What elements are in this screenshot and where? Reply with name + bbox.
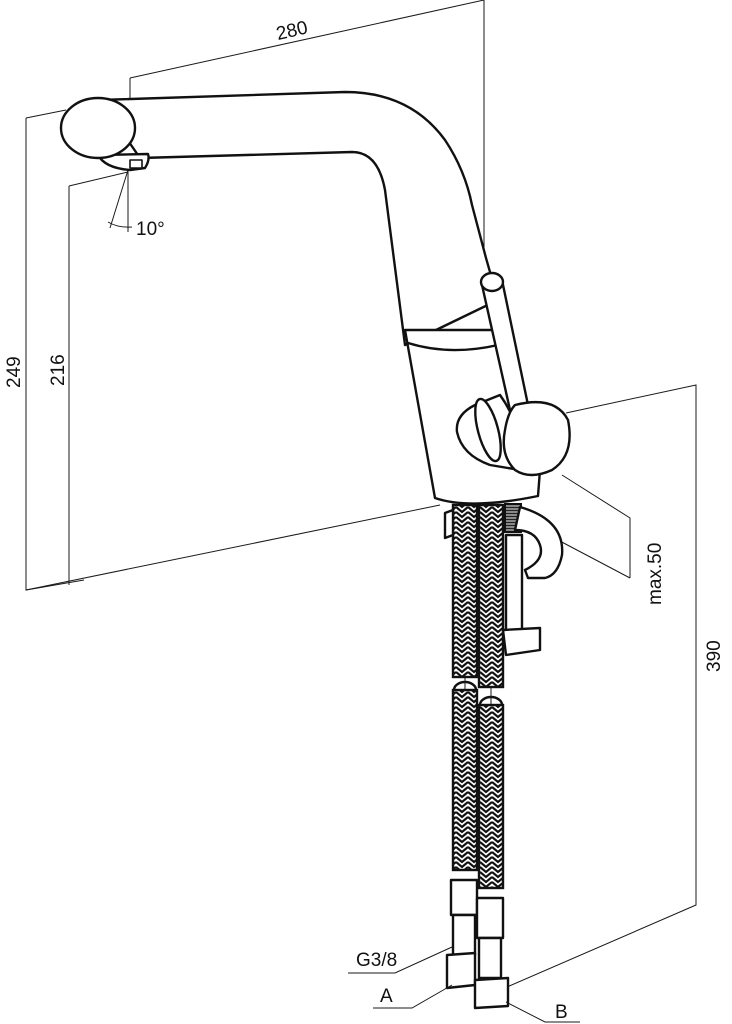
- dimension-249-label: 249: [4, 356, 25, 388]
- callout-hose-a-label: A: [380, 986, 393, 1007]
- dimension-216: [25, 171, 441, 591]
- dimension-max50-label: max.50: [645, 543, 666, 605]
- lever-handle: [455, 271, 571, 477]
- callout-thread-label: G3/8: [356, 950, 397, 971]
- hose-b: [473, 503, 510, 1010]
- dimension-10deg-label: 10°: [136, 219, 165, 240]
- dimension-249: [25, 109, 85, 591]
- dimension-390-label: 390: [704, 640, 725, 672]
- dimension-390: [499, 384, 697, 991]
- dimension-216-label: 216: [48, 354, 69, 386]
- dimension-280-label: 280: [274, 17, 310, 45]
- mounting-clamp: [501, 503, 564, 657]
- callout-hose-b-label: B: [555, 1002, 568, 1023]
- dimension-10deg: [107, 169, 133, 232]
- spout: [59, 90, 500, 347]
- callout-leaders: [348, 946, 580, 1023]
- hose-a: [443, 503, 479, 990]
